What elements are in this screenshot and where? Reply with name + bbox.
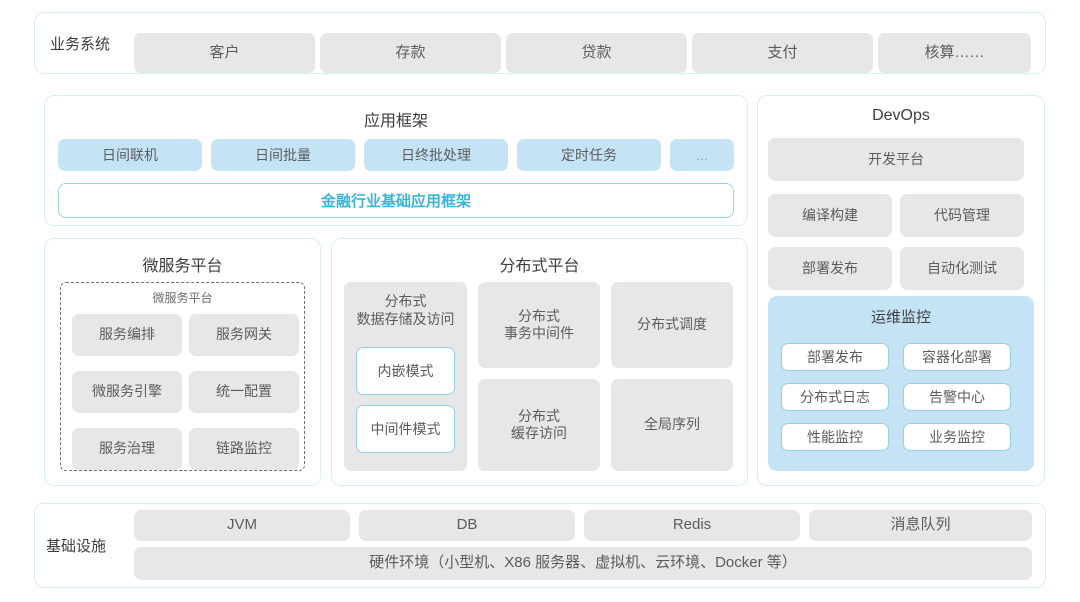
distributed-item-0-line2: 事务中间件 [504,325,574,341]
app-framework-tag-0[interactable]: 日间联机 [58,139,202,171]
business-system-item-1[interactable]: 存款 [320,33,501,73]
distributed-platform-title: 分布式平台 [499,258,580,275]
infrastructure-item-2[interactable]: Redis [584,510,800,541]
app-framework-tag-2[interactable]: 日终批处理 [364,139,508,171]
ops-monitoring-item-3[interactable]: 告警中心 [903,383,1011,411]
distributed-storage-label-line1: 分布式 [384,293,427,309]
business-system-item-3[interactable]: 支付 [692,33,873,73]
ops-monitoring-item-1[interactable]: 容器化部署 [903,343,1011,371]
devops-dev-platform[interactable]: 开发平台 [768,138,1024,181]
distributed-item-1[interactable]: 分布式调度 [611,282,733,368]
ops-monitoring-item-0[interactable]: 部署发布 [781,343,889,371]
app-framework-tag-1[interactable]: 日间批量 [211,139,355,171]
microservice-platform-title: 微服务平台 [142,258,223,275]
microservice-item-0[interactable]: 服务编排 [72,314,182,356]
ops-monitoring-item-2[interactable]: 分布式日志 [781,383,889,411]
distributed-item-3[interactable]: 全局序列 [611,379,733,471]
devops-item-0[interactable]: 编译构建 [768,194,892,237]
microservice-item-1[interactable]: 服务网关 [189,314,299,356]
distributed-item-0[interactable]: 分布式 事务中间件 [478,282,600,368]
application-framework-title: 应用框架 [363,113,428,130]
devops-item-2[interactable]: 部署发布 [768,247,892,290]
devops-item-1[interactable]: 代码管理 [900,194,1024,237]
microservice-item-3[interactable]: 统一配置 [189,371,299,413]
distributed-storage-label-line2: 数据存储及访问 [356,311,455,328]
distributed-storage-label: 分布式 数据存储及访问 [344,292,467,328]
distributed-item-0-line1: 分布式 [518,307,560,324]
microservice-item-2[interactable]: 微服务引擎 [72,371,182,413]
base-framework-banner[interactable]: 金融行业基础应用框架 [58,183,734,218]
infrastructure-label: 基础设施 [46,538,107,555]
microservice-item-4[interactable]: 服务治理 [72,428,182,470]
ops-monitoring-title: 运维监控 [870,309,931,326]
distributed-item-2-line2: 缓存访问 [511,425,567,441]
app-framework-tag-more[interactable]: ... [670,139,734,171]
business-system-item-4[interactable]: 核算…… [878,33,1031,73]
microservice-item-5[interactable]: 链路监控 [189,428,299,470]
infrastructure-item-3[interactable]: 消息队列 [809,510,1032,541]
ops-monitoring-item-5[interactable]: 业务监控 [903,423,1011,451]
business-system-item-2[interactable]: 贷款 [506,33,687,73]
microservice-platform-subtitle: 微服务平台 [152,291,213,305]
distributed-storage-mode-0[interactable]: 内嵌模式 [356,347,455,395]
app-framework-tag-3[interactable]: 定时任务 [517,139,661,171]
microservice-dashed-group [60,282,305,471]
distributed-storage-mode-1[interactable]: 中间件模式 [356,405,455,453]
distributed-item-2-line1: 分布式 [518,407,560,424]
business-systems-label: 业务系统 [50,35,111,53]
ops-monitoring-item-4[interactable]: 性能监控 [781,423,889,451]
infrastructure-item-0[interactable]: JVM [134,510,350,541]
devops-item-3[interactable]: 自动化测试 [900,247,1024,290]
business-system-item-0[interactable]: 客户 [134,33,315,73]
infrastructure-item-1[interactable]: DB [359,510,575,541]
devops-title: DevOps [872,107,930,124]
infrastructure-hardware-environment[interactable]: 硬件环境（小型机、X86 服务器、虚拟机、云环境、Docker 等） [134,547,1032,580]
distributed-item-2[interactable]: 分布式 缓存访问 [478,379,600,471]
